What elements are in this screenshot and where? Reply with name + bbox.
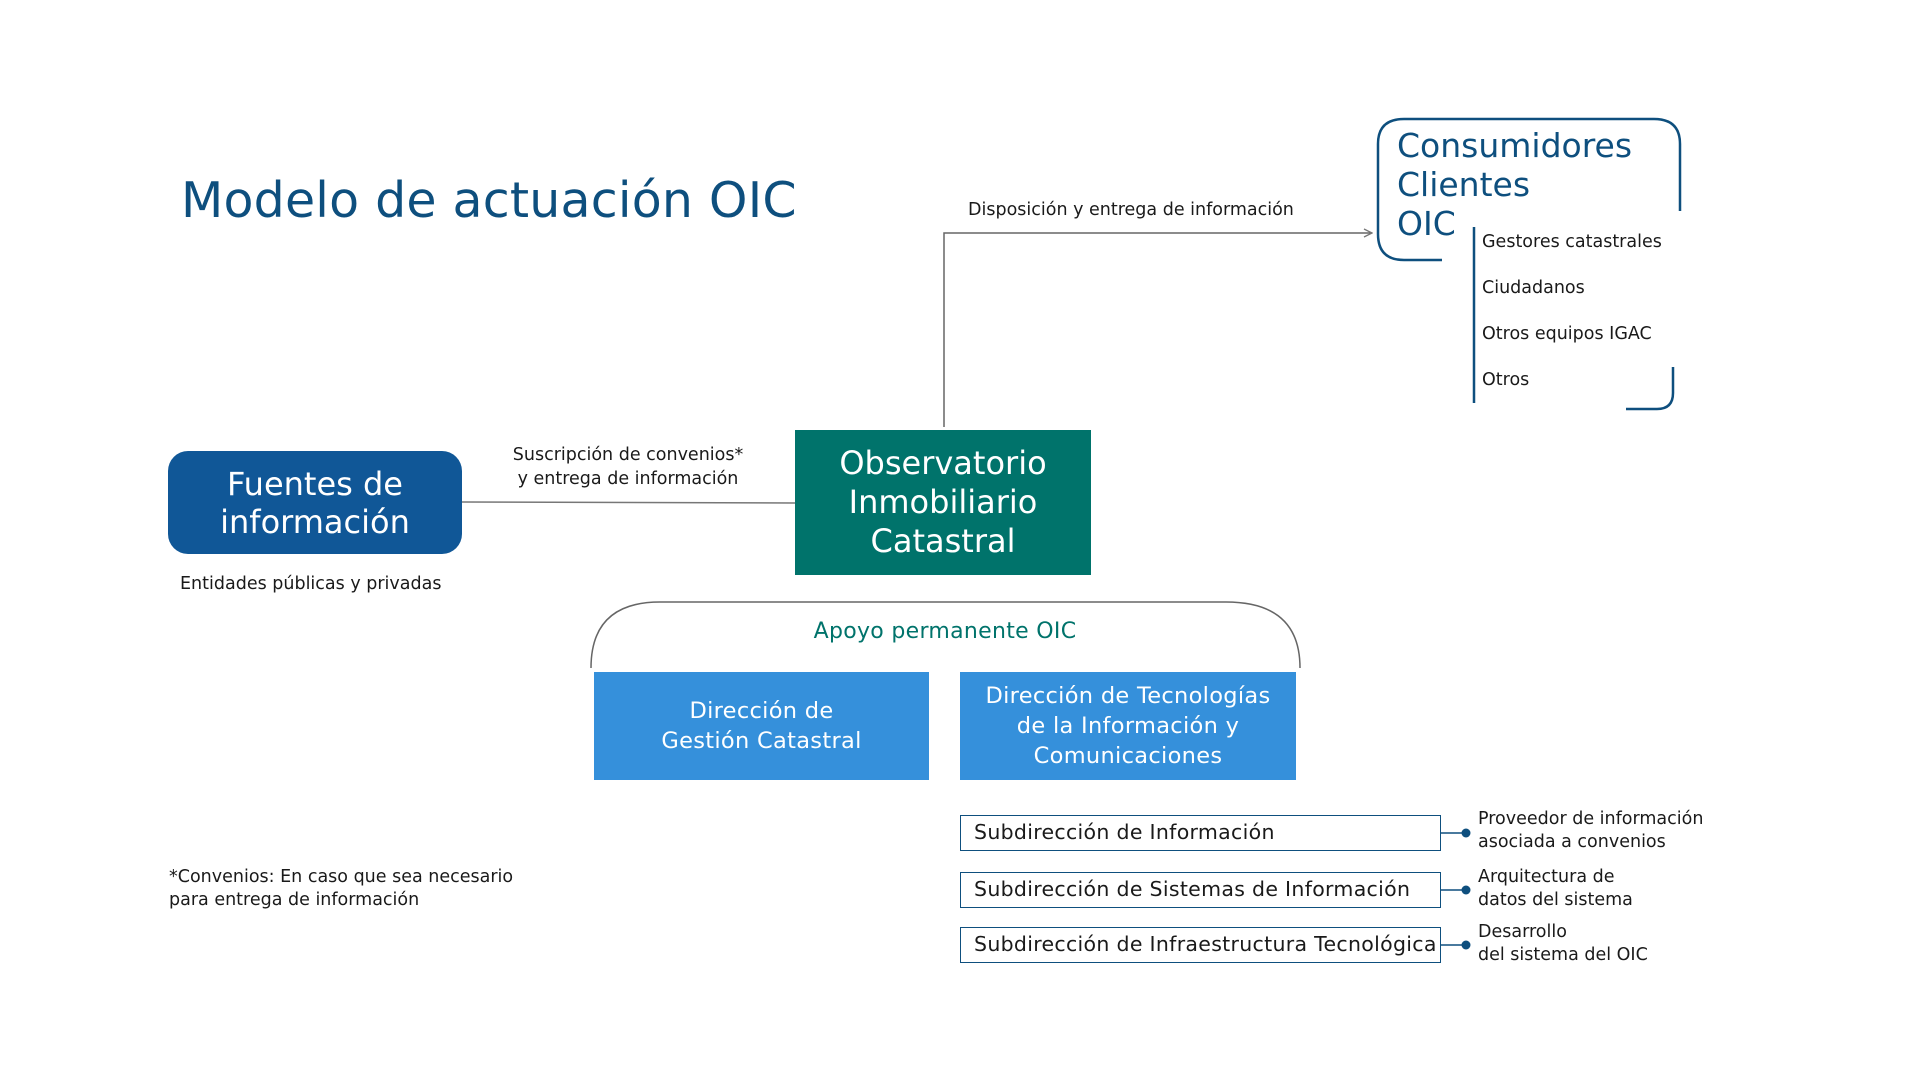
direccion-line: Gestión Catastral	[661, 728, 862, 754]
consumidor-item: Ciudadanos	[1482, 278, 1585, 298]
subdireccion-desc-line: del sistema del OIC	[1478, 945, 1648, 965]
fuentes-line: información	[220, 502, 410, 541]
subdireccion-desc: Arquitectura de datos del sistema	[1478, 866, 1633, 912]
subdireccion-informacion-box: Subdirección de Información	[960, 815, 1441, 851]
consumidor-item: Gestores catastrales	[1482, 232, 1662, 252]
subdireccion-desc-line: asociada a convenios	[1478, 832, 1666, 852]
footnote-line: para entrega de información	[169, 890, 420, 910]
subdireccion-desc-line: Desarrollo	[1478, 922, 1567, 942]
convenios-label: Suscripción de convenios* y entrega de i…	[504, 443, 752, 491]
subdireccion-desc-line: Proveedor de información	[1478, 809, 1704, 829]
apoyo-arc	[590, 601, 1301, 669]
oic-line: Observatorio	[839, 444, 1047, 482]
sub-connectors	[1441, 828, 1471, 950]
direccion-line: Dirección de	[689, 698, 834, 724]
fuentes-oic-connector	[461, 501, 796, 504]
fuentes-box: Fuentes de información	[168, 451, 462, 554]
oic-line: Catastral	[870, 522, 1016, 560]
fuentes-caption: Entidades públicas y privadas	[180, 574, 442, 594]
convenios-label-line: y entrega de información	[517, 469, 739, 489]
consumidores-title-line: Clientes	[1397, 165, 1531, 204]
direccion-tic-box: Dirección de Tecnologías de la Informaci…	[960, 672, 1296, 780]
footnote-line: *Convenios: En caso que sea necesario	[169, 867, 514, 887]
consumidor-item: Otros	[1482, 370, 1530, 390]
convenios-label-line: Suscripción de convenios*	[512, 445, 744, 465]
consumidores-outline	[1376, 117, 1682, 262]
direccion-gestion-catastral-box: Dirección de Gestión Catastral	[594, 672, 929, 780]
consumidores-title-line: Consumidores	[1397, 126, 1633, 165]
apoyo-label: Apoyo permanente OIC	[813, 619, 1077, 644]
consumidor-item: Otros equipos IGAC	[1482, 324, 1652, 344]
subdireccion-infraestructura-box: Subdirección de Infraestructura Tecnológ…	[960, 927, 1441, 963]
bullet-dot	[1461, 885, 1471, 895]
subdireccion-desc: Desarrollo del sistema del OIC	[1478, 921, 1648, 967]
page-title: Modelo de actuación OIC	[181, 172, 797, 229]
direccion-line: Dirección de Tecnologías	[985, 683, 1271, 709]
consumidores-title-line: OIC	[1397, 204, 1456, 243]
bullet-dot	[1461, 940, 1471, 950]
subdireccion-desc-line: datos del sistema	[1478, 890, 1633, 910]
direccion-line: Comunicaciones	[1033, 743, 1223, 769]
oic-line: Inmobiliario	[848, 483, 1038, 521]
subdireccion-desc-line: Arquitectura de	[1478, 867, 1615, 887]
subdireccion-desc: Proveedor de información asociada a conv…	[1478, 808, 1703, 854]
consumidores-bracket	[1626, 367, 1675, 411]
bullet-dot	[1461, 828, 1471, 838]
consumidores-title: Consumidores Clientes OIC	[1397, 126, 1632, 243]
footnote: *Convenios: En caso que sea necesario pa…	[169, 866, 513, 912]
direccion-line: de la Información y	[1016, 713, 1240, 739]
disposicion-label: Disposición y entrega de información	[968, 200, 1294, 220]
oic-box: Observatorio Inmobiliario Catastral	[795, 430, 1091, 575]
subdireccion-sistemas-box: Subdirección de Sistemas de Información	[960, 872, 1441, 908]
fuentes-line: Fuentes de	[227, 464, 403, 503]
oic-consumidores-arrow	[943, 233, 1372, 427]
